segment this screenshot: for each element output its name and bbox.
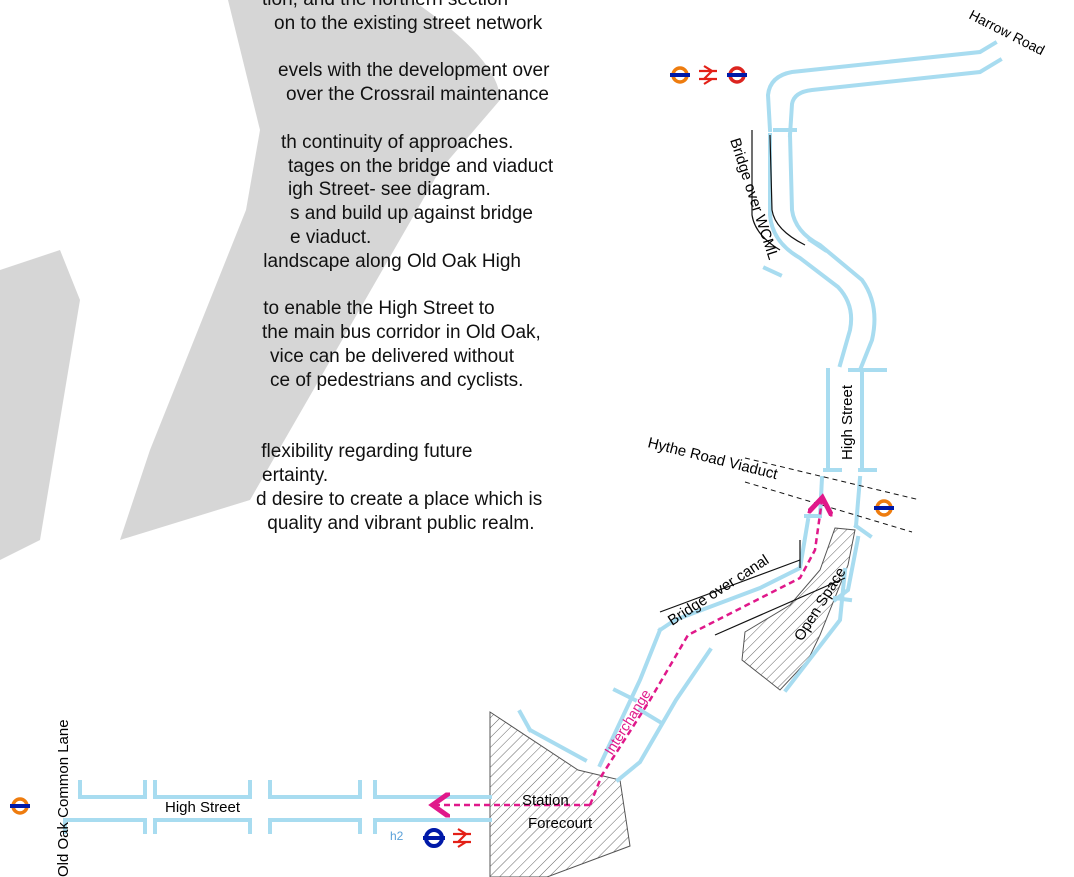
high-street-north-label: High Street — [839, 384, 856, 460]
old-oak-common-lane-label: Old Oak Common Lane — [55, 719, 72, 877]
body-text-line: tion, and the northern section — [262, 0, 508, 11]
station-forecourt-label-line2: Forecourt — [528, 815, 593, 832]
body-text-line: evels with the development over — [278, 60, 550, 82]
national-rail-icon — [453, 828, 471, 848]
overground-roundel-icon — [10, 797, 30, 815]
hs2-mark: h2 — [390, 829, 404, 843]
national-rail-icon — [699, 65, 717, 85]
hythe-road-viaduct-lines — [744, 457, 921, 533]
body-text-line: d desire to create a place which is — [256, 488, 543, 510]
station-forecourt-label-line1: Station — [522, 792, 569, 809]
open-space-area — [741, 527, 856, 691]
interchange-route — [588, 500, 822, 806]
body-text-line: over the Crossrail maintenance — [286, 84, 549, 106]
body-text-line: ce of pedestrians and cyclists. — [270, 369, 524, 391]
street-network — [63, 40, 1003, 834]
watermark-band — [120, 0, 500, 540]
body-text-line: tages on the bridge and viaduct — [288, 155, 554, 177]
structure-outlines — [659, 130, 846, 636]
body-text-line: landscape along Old Oak High — [258, 250, 521, 272]
body-text-line: quality and vibrant public realm. — [262, 512, 535, 534]
underground-roundel-icon — [423, 828, 445, 848]
watermark-band — [0, 250, 80, 560]
body-text-line: s and build up against bridge — [290, 203, 533, 225]
hs2-icon: h2 — [390, 829, 404, 843]
body-text-line: to enable the High Street to — [258, 298, 495, 320]
body-text-line: the main bus corridor in Old Oak, — [262, 322, 541, 344]
body-text-line: ertainty. — [262, 465, 329, 486]
overground-roundel-icon — [874, 499, 894, 517]
bridge-over-wcml-label: Bridge over WCML — [726, 136, 781, 262]
underground-roundel-icon — [727, 66, 747, 84]
station-forecourt-area — [489, 711, 631, 877]
body-text-line: th continuity of approaches. — [281, 131, 514, 153]
overground-roundel-icon — [670, 66, 690, 84]
body-text-line: e viaduct. — [290, 227, 372, 248]
body-text-line: flexibility regarding future — [256, 441, 473, 463]
hythe-road-viaduct-label: Hythe Road Viaduct — [646, 434, 780, 483]
body-text-line: on to the existing street network — [274, 12, 543, 34]
body-text-line: vice can be delivered without — [270, 346, 514, 367]
high-street-south-label: High Street — [165, 799, 241, 816]
body-text-line: igh Street- see diagram. — [288, 179, 491, 201]
